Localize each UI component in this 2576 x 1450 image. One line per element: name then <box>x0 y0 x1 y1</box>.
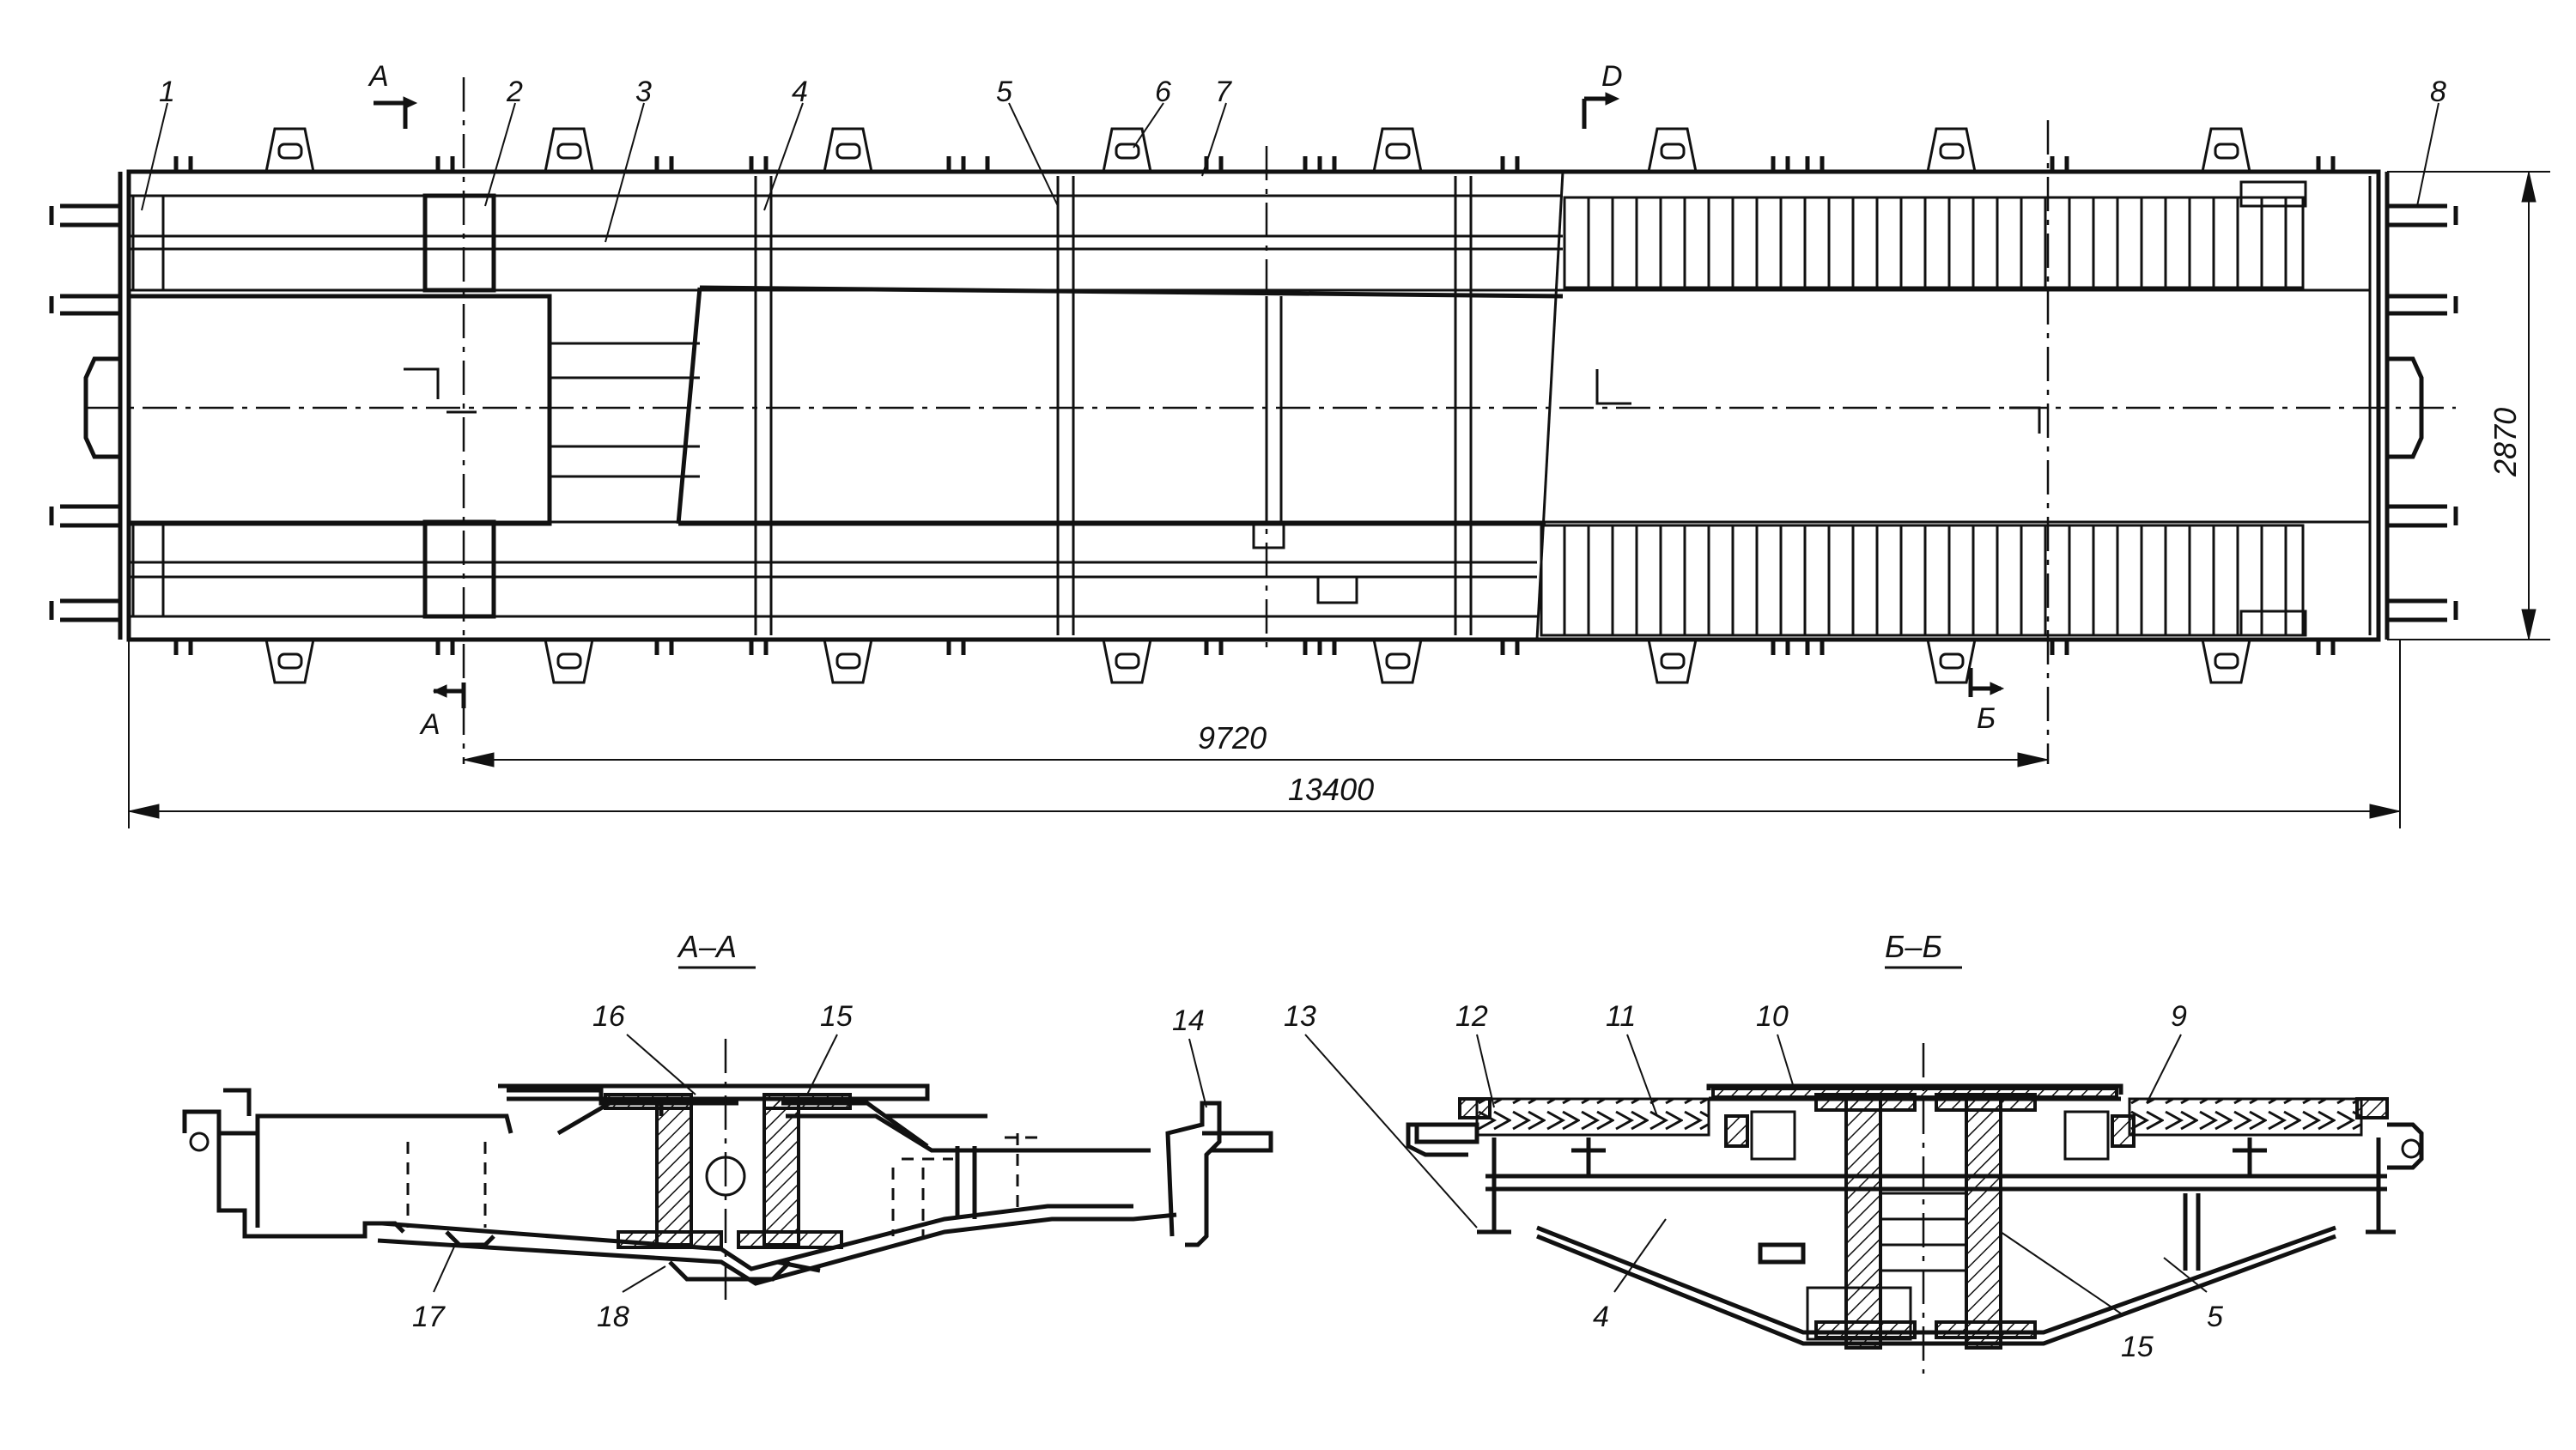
center-sill-bb-left <box>1844 1097 1882 1350</box>
callout-15-bb: 15 <box>2121 1331 2154 1363</box>
callout-1: 1 <box>159 76 175 108</box>
callout-15: 15 <box>820 1000 853 1033</box>
section-mark-b-bottom <box>1968 668 2001 697</box>
section-aa-callouts: 16 15 14 17 18 <box>412 1000 1207 1333</box>
body-bolster-lower <box>422 519 496 619</box>
section-a-a: А–А 16 <box>182 929 1273 1333</box>
callout-16: 16 <box>592 1000 625 1033</box>
floor-slats-upper <box>1563 196 2305 289</box>
callout-8: 8 <box>2430 76 2446 108</box>
dimension-13400-label: 13400 <box>1288 772 1374 807</box>
callout-4: 4 <box>792 76 808 108</box>
center-sill <box>129 171 1564 640</box>
dimension-9720: 9720 <box>463 720 2049 767</box>
dimension-13400: 13400 <box>128 640 2401 828</box>
callout-5-bb: 5 <box>2207 1301 2223 1333</box>
section-bb-callouts: 13 12 11 10 9 4 15 5 <box>1284 1000 2223 1363</box>
callout-6: 6 <box>1155 76 1171 108</box>
section-b-b: Б–Б <box>1284 929 2424 1374</box>
plan-view: A A D Б 1 2 3 4 5 6 7 8 9720 <box>49 60 2550 828</box>
section-letter-a-bottom: A <box>419 708 440 741</box>
frame-outline <box>126 169 2381 642</box>
section-letter-a-top: A <box>368 60 389 93</box>
section-letter-d-top: D <box>1601 60 1623 93</box>
callout-5: 5 <box>996 76 1012 108</box>
callout-3: 3 <box>635 76 652 108</box>
plan-callouts: 1 2 3 4 5 6 7 8 <box>141 76 2446 243</box>
dimension-9720-label: 9720 <box>1198 720 1267 755</box>
side-sills-upper <box>129 194 2370 292</box>
callout-10: 10 <box>1756 1000 1789 1033</box>
section-mark-a-bottom <box>434 683 466 708</box>
floor-boards-left <box>1475 1097 1710 1137</box>
center-sill-aa <box>655 1097 693 1247</box>
dimension-2870-label: 2870 <box>2488 408 2523 477</box>
callout-17: 17 <box>412 1301 446 1333</box>
buffers-right <box>2385 203 2458 622</box>
callout-14: 14 <box>1172 1004 1205 1037</box>
section-b-b-title: Б–Б <box>1885 929 1942 964</box>
callout-12: 12 <box>1455 1000 1488 1033</box>
callout-2: 2 <box>506 76 523 108</box>
callout-18: 18 <box>597 1301 629 1333</box>
lashing-rings <box>173 156 2336 655</box>
stake-pockets-top <box>264 127 2251 173</box>
dimension-2870: 2870 <box>2387 171 2550 640</box>
callout-9: 9 <box>2171 1000 2187 1033</box>
section-a-a-title: А–А <box>677 929 737 964</box>
stake-pockets-bottom <box>264 639 2251 684</box>
floor-slats-lower <box>1540 524 2305 637</box>
callout-7: 7 <box>1215 76 1232 108</box>
body-bolster-upper <box>422 193 496 293</box>
callout-4-bb: 4 <box>1593 1301 1609 1333</box>
cross-bearers <box>754 176 1473 635</box>
callout-11: 11 <box>1606 1000 1636 1033</box>
callout-13: 13 <box>1284 1000 1316 1033</box>
section-mark-a-top <box>374 100 408 129</box>
floor-boards-right <box>2128 1097 2363 1137</box>
buffers-left <box>49 203 123 622</box>
section-letter-b-bottom: Б <box>1977 702 1996 735</box>
center-sill-bb-right <box>1965 1097 2002 1350</box>
